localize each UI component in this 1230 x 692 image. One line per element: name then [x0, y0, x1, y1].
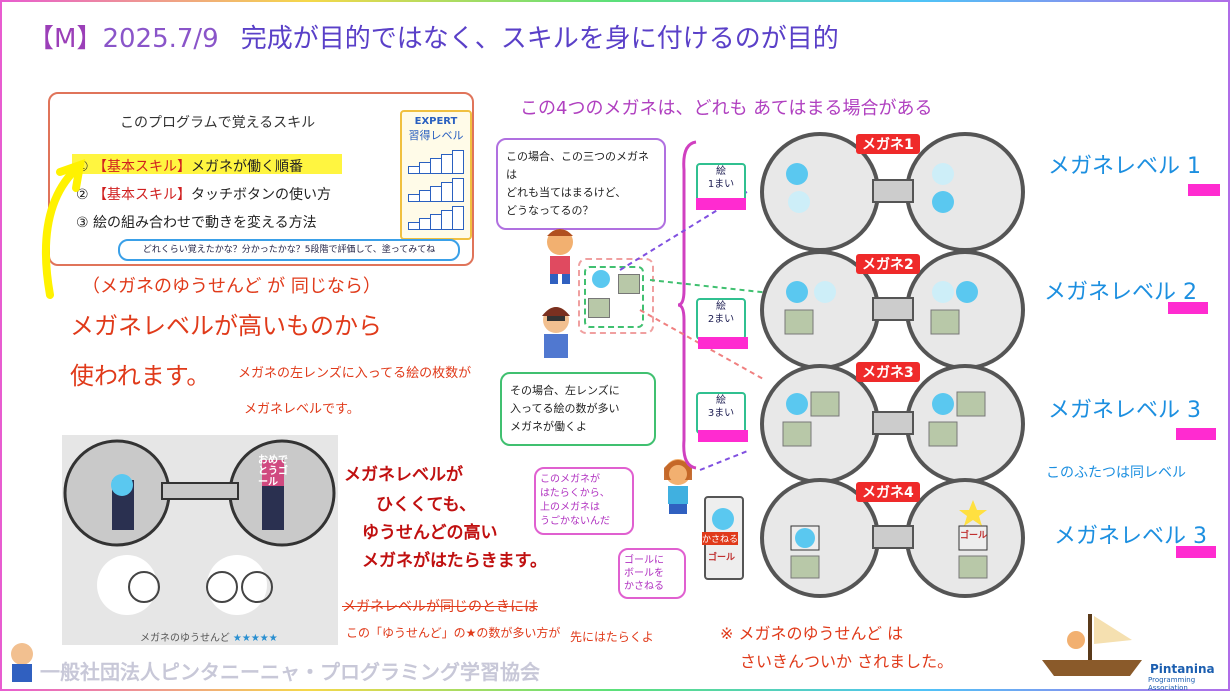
- eval-instruction: どれくらい覚えたかな？分かったかな？5段階で評価して、塗ってみてね: [118, 239, 460, 261]
- note-works: メガネがはたらきます。: [362, 551, 547, 571]
- note-high-priority: ゆうせんどの高い: [362, 523, 498, 543]
- note-struck: メガネレベルが同じのときには: [342, 599, 538, 615]
- selector-box[interactable]: [578, 258, 654, 334]
- tag-glasses-4: メガネ4: [856, 482, 920, 502]
- note-even-low: ひくくても、: [376, 495, 477, 515]
- footer-org: 一般社団法人ピンタニーニャ・プログラミング学習協会: [40, 660, 540, 684]
- glasses-3: [760, 364, 1025, 484]
- note-star-level-low: メガネレベルが: [344, 465, 463, 485]
- level-bars-1[interactable]: [408, 150, 464, 174]
- priority-label: メガネのゆうせんど: [140, 633, 230, 644]
- logo-text: Pintanina: [1150, 662, 1215, 676]
- pink-marker: [1176, 428, 1216, 440]
- glasses-2: [760, 250, 1025, 370]
- level-label-2: メガネレベル 2: [1044, 280, 1197, 305]
- bubble-answer: その場合、左レンズに 入ってる絵の数が多い メガネが働くよ: [500, 372, 656, 446]
- note-stars-more: この「ゆうせんど」の★の数が多い方が: [346, 626, 561, 640]
- skill-item-3: ③ 絵の組み合わせで動きを変える方法: [76, 212, 317, 232]
- priority-row: メガネのゆうせんど ★★★★★: [140, 629, 278, 644]
- game-screenshot: おめでとうゴール メガネのゆうせんど ★★★★★: [62, 435, 338, 645]
- expert-label: 習得レベル: [408, 129, 464, 142]
- game-glasses-icon: [63, 439, 336, 615]
- pink-marker: [1168, 302, 1208, 314]
- picture-count-2: 絵 2まい: [696, 298, 746, 340]
- level-bars-3[interactable]: [408, 206, 464, 230]
- title-main: 完成が目的ではなく、スキルを身に付けるのが目的: [240, 24, 839, 54]
- mascot-icon: [11, 643, 33, 682]
- pink-marker: [698, 430, 748, 442]
- page-title: 【M】2025.7/9 完成が目的ではなく、スキルを身に付けるのが目的: [28, 18, 839, 55]
- tag-glasses-2: メガネ2: [856, 254, 920, 274]
- bubble-question: この場合、この三つのメガネは どれも当てはまるけど、 どうなってるの？: [496, 138, 666, 230]
- skill-bold: 【基本スキル】: [93, 187, 192, 203]
- skill-text: タッチボタンの使い方: [191, 187, 332, 203]
- note-recently-added-2: さいきんついか されました。: [740, 652, 954, 671]
- skill-card: このプログラムで覚えるスキル ① 【基本スキル】メガネが働く順番 ② 【基本スキ…: [48, 92, 474, 266]
- skill-num: ②: [76, 187, 89, 203]
- skill-item-2: ② 【基本スキル】タッチボタンの使い方: [76, 184, 331, 204]
- kasaneru-box[interactable]: かさねる ゴール: [702, 496, 744, 580]
- kasaneru-label: かさねる: [702, 532, 739, 545]
- note-same-level: このふたつは同レベル: [1046, 465, 1186, 481]
- teacher-character-icon: [542, 307, 570, 358]
- note-same-priority: （メガネのゆうせんど が 同じなら）: [82, 276, 381, 297]
- goal-label: ゴール: [708, 553, 736, 563]
- skill-text: メガネが働く順番: [191, 159, 304, 175]
- highlight-marker: [72, 154, 342, 174]
- girl-character-icon: [664, 459, 692, 514]
- note-is-level: メガネレベルです。: [244, 402, 360, 417]
- pink-marker: [1176, 546, 1216, 558]
- glasses-4: [760, 478, 1025, 598]
- glasses-1: [760, 132, 1025, 252]
- note-first: 先にはたらくよ: [570, 630, 654, 644]
- bubble-goal: ゴールに ボールを かさねる: [618, 548, 686, 599]
- skill-item-1: ① 【基本スキル】メガネが働く順番: [76, 156, 303, 176]
- pink-marker: [1188, 184, 1220, 196]
- skill-card-heading: このプログラムで覚えるスキル: [120, 115, 316, 131]
- pirate-ship-icon: [1042, 614, 1142, 676]
- note-all-apply: この4つのメガネは、どれも あてはまる場合がある: [520, 98, 933, 119]
- tag-glasses-1: メガネ1: [856, 134, 920, 154]
- skill-text: 絵の組み合わせで動きを変える方法: [93, 215, 317, 231]
- skill-bold: 【基本スキル】: [93, 159, 192, 175]
- priority-stars[interactable]: ★★★★★: [232, 633, 278, 644]
- pink-marker: [698, 337, 748, 349]
- tag-glasses-3: メガネ3: [856, 362, 920, 382]
- dashed-arrows: [619, 189, 771, 471]
- title-date: 2025.7/9: [102, 24, 219, 54]
- yellow-arrow-icon: [41, 158, 86, 299]
- skill-num: ③: [76, 215, 89, 231]
- note-lens-count: メガネの左レンズに入ってる絵の枚数が: [238, 366, 472, 381]
- logo-sub: Programming Association: [1148, 676, 1196, 692]
- note-recently-added-1: ※ メガネのゆうせんど は: [720, 624, 904, 643]
- brace-icon: [677, 140, 697, 470]
- bubble-this-works: このメガネが はたらくから、 上のメガネは うごかないんだ: [534, 467, 634, 535]
- pink-marker: [696, 198, 746, 210]
- note-used: 使われます。: [70, 362, 211, 390]
- picture-count-3: 絵 3まい: [696, 392, 746, 434]
- level-label-3: メガネレベル 3: [1048, 398, 1201, 423]
- goal-label-right: ゴール: [960, 531, 988, 541]
- level-label-4: メガネレベル 3: [1054, 524, 1207, 549]
- expert-title: EXPERT: [414, 116, 458, 127]
- level-label-1: メガネレベル 1: [1048, 154, 1201, 179]
- goal-text: おめでとうゴール: [258, 455, 288, 488]
- boy-character-icon: [547, 229, 573, 284]
- note-higher-level: メガネレベルが高いものから: [70, 312, 382, 340]
- title-prefix: 【M】: [28, 24, 103, 54]
- level-bars-2[interactable]: [408, 178, 464, 202]
- expert-level-box: EXPERT 習得レベル: [400, 110, 472, 240]
